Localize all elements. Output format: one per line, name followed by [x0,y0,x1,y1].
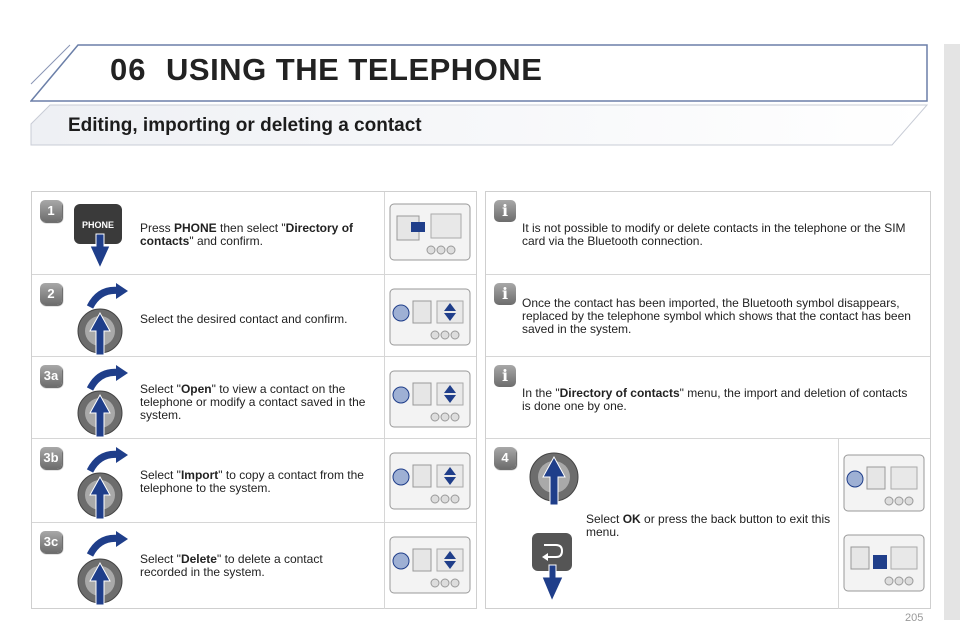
step-text: Press PHONE then select "Directory of co… [140,221,354,248]
note-row: i It is not possible to modify or delete… [486,192,930,274]
step-badge: 1 [40,200,62,222]
page-title: USING THE TELEPHONE [166,52,543,87]
rotary-knob-icon [529,452,579,506]
rotary-knob-icon [77,531,128,605]
notes-panel: i It is not possible to modify or delete… [485,191,931,609]
section-frame [30,104,928,146]
step-text: Select "Open" to view a contact on the t… [140,382,366,422]
step-badge: 2 [40,283,62,305]
step-text: Select "Import" to copy a contact from t… [140,468,364,495]
section-banner: Editing, importing or deleting a contact [30,104,928,146]
rotary-knob-icon [77,283,128,355]
note-text: It is not possible to modify or delete c… [522,221,906,248]
device-illustration [384,357,475,439]
info-icon: i [494,200,516,222]
radio-panel-icon [843,534,925,592]
step-row: 3c Select "Delete" to delete a contact r… [32,522,476,609]
device-illustration [384,275,475,357]
info-icon: i [494,283,516,305]
radio-panel-icon [389,536,471,594]
step-row: 2 Select the desired contact and confirm… [32,274,476,357]
back-button-icon [532,533,572,603]
radio-panel-icon [389,452,471,510]
step-badge: 3b [40,447,62,469]
device-illustration [384,523,475,609]
step-text: Select "Delete" to delete a contact reco… [140,552,323,579]
rotary-knob-icon [77,365,128,437]
note-row: i Once the contact has been imported, th… [486,274,930,357]
note-row: i In the "Directory of contacts" menu, t… [486,356,930,439]
step-badge: 4 [494,447,516,469]
step-row: 3b Select "Import" to copy a contact fro… [32,438,476,523]
device-illustration [838,439,929,609]
rotary-knob-icon [77,447,128,519]
section-title: Editing, importing or deleting a contact [68,115,422,136]
note-text: In the "Directory of contacts" menu, the… [522,386,908,413]
step-row: 1 PHONE Press PHONE then select "Directo… [32,192,476,274]
page-number: 205 [905,612,924,624]
note-text: Once the contact has been imported, the … [522,296,911,336]
radio-panel-icon [389,203,471,261]
svg-text:PHONE: PHONE [82,220,114,230]
step-row: 4 Select OK or press the back button to … [486,438,930,609]
chapter-header: 06 USING THE TELEPHONE [30,44,928,102]
radio-panel-icon [389,288,471,346]
step-text: Select the desired contact and confirm. [140,312,348,326]
chapter-number: 06 [110,52,147,87]
steps-panel: 1 PHONE Press PHONE then select "Directo… [31,191,477,609]
phone-button-icon: PHONE [74,204,122,268]
device-illustration [384,192,475,274]
page-edge-tab [944,44,960,620]
device-illustration [384,439,475,523]
info-icon: i [494,365,516,387]
radio-panel-icon [389,370,471,428]
step-row: 3a Select "Open" to view a contact on th… [32,356,476,439]
step-text: Select OK or press the back button to ex… [586,512,831,539]
radio-panel-icon [843,454,925,512]
header-frame [30,44,928,102]
step-badge: 3c [40,531,62,553]
step-badge: 3a [40,365,62,387]
